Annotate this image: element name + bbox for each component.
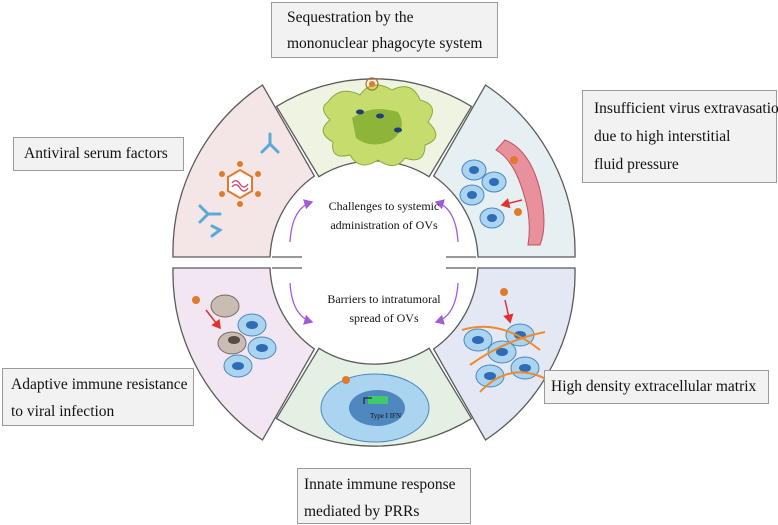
center-line: spread of OVs [349, 311, 419, 325]
center-line: Barriers to intratumoral [327, 292, 441, 306]
label-line: mononuclear phagocyte system [287, 35, 483, 52]
label-line: Innate immune response [304, 476, 456, 493]
label-line: High density extracellular matrix [551, 378, 757, 395]
cycle-arrows [289, 199, 459, 325]
center-line: Challenges to systemic [328, 199, 440, 213]
antiviral-serum-illustration [198, 132, 280, 238]
extravasation-illustration [459, 139, 545, 246]
center-dividers [272, 256, 476, 269]
label-line: Adaptive immune resistance [11, 376, 188, 393]
label-adaptive-immune: Adaptive immune resistance to viral infe… [2, 368, 194, 426]
innate-immune-illustration: Type I IFN [320, 373, 430, 443]
label-line: Sequestration by the [287, 9, 414, 26]
center-intratumoral-barriers: Barriers to intratumoral spread of OVs [296, 290, 472, 328]
macrophage-illustration [322, 77, 437, 166]
center-line: administration of OVs [330, 218, 438, 232]
center-systemic-challenges: Challenges to systemic administration of… [296, 197, 472, 235]
label-line: fluid pressure [594, 156, 679, 173]
label-extracellular-matrix: High density extracellular matrix [544, 370, 769, 404]
label-line: Insufficient virus extravasation [594, 100, 778, 117]
extracellular-matrix-illustration [461, 288, 549, 393]
label-extravasation: Insufficient virus extravasation due to … [582, 90, 778, 183]
label-sequestration-mps: Sequestration by the mononuclear phagocy… [271, 2, 498, 58]
label-line: Antiviral serum factors [24, 145, 168, 162]
label-line: mediated by PRRs [304, 503, 420, 520]
label-line: due to high interstitial [594, 128, 731, 145]
virus-icon [219, 161, 261, 207]
adaptive-immune-illustration [192, 294, 277, 378]
label-antiviral-serum: Antiviral serum factors [13, 137, 184, 171]
panel-adaptive-immune [172, 267, 316, 441]
label-line: to viral infection [11, 403, 115, 420]
label-innate-immune: Innate immune response mediated by PRRs [297, 468, 471, 524]
type-i-ifn-label: Type I IFN [370, 412, 401, 420]
